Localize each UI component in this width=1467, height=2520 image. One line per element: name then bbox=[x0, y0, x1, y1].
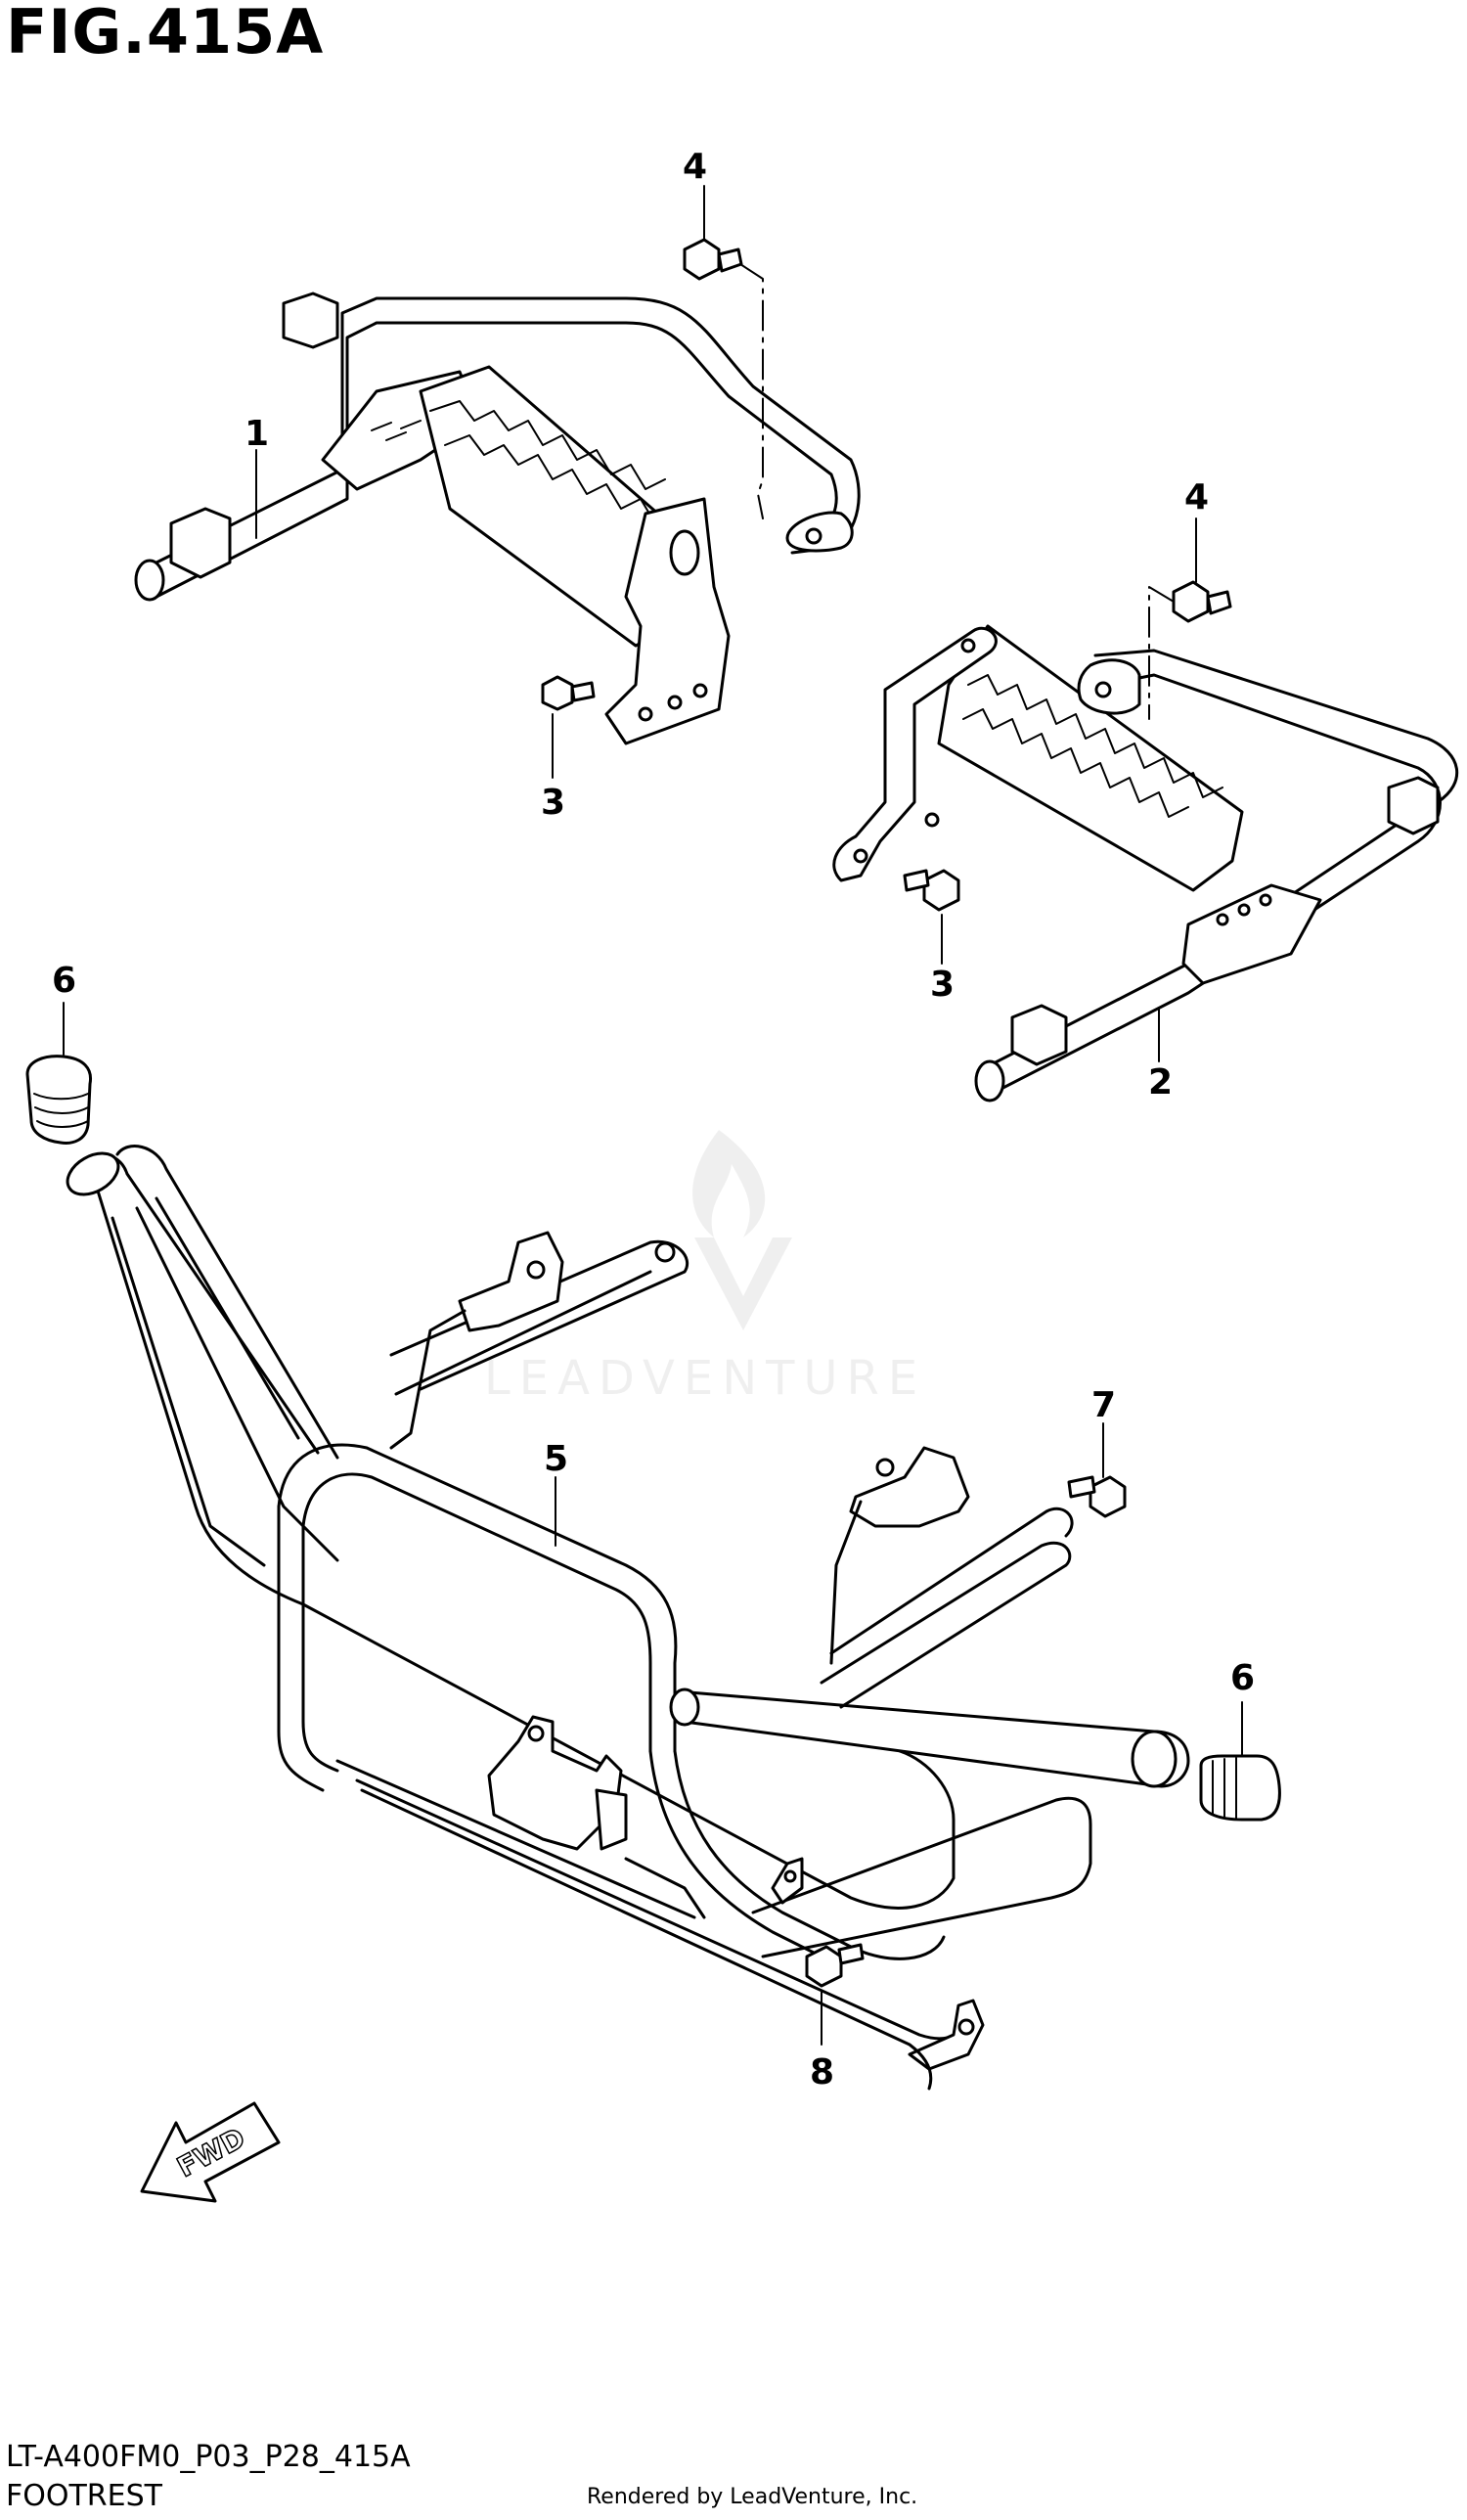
fwd-arrow: FWD bbox=[140, 2101, 281, 2203]
callout-5: 5 bbox=[544, 1439, 568, 1479]
figure-code: LT-A400FM0_P03_P28_415A bbox=[6, 2440, 411, 2474]
callout-7: 7 bbox=[1091, 1385, 1116, 1425]
render-credit: Rendered by LeadVenture, Inc. bbox=[587, 2485, 918, 2509]
callout-6-right: 6 bbox=[1230, 1658, 1255, 1698]
part-5-front-guard bbox=[66, 1145, 1190, 2091]
figure-name: FOOTREST bbox=[6, 2479, 162, 2513]
leader-lines bbox=[63, 185, 1243, 2046]
part-1-footrest-left bbox=[134, 292, 861, 745]
watermark-flame-icon bbox=[692, 1130, 766, 1238]
part-2-footrest-right bbox=[832, 624, 1459, 1102]
cap-6-right bbox=[1199, 1754, 1281, 1822]
bolt-3-left bbox=[541, 675, 596, 711]
bolt-7 bbox=[1067, 1475, 1127, 1518]
callout-2: 2 bbox=[1148, 1062, 1173, 1102]
callout-3-right: 3 bbox=[930, 965, 955, 1005]
watermark-text: LEADVENTURE bbox=[484, 1351, 926, 1406]
figure-title: FIG.415A bbox=[6, 0, 325, 68]
cap-6-left bbox=[25, 1055, 93, 1145]
callout-6-left: 6 bbox=[52, 961, 76, 1001]
callout-8: 8 bbox=[810, 2052, 834, 2092]
callout-1: 1 bbox=[244, 414, 269, 454]
bolt-3-right bbox=[903, 869, 960, 912]
watermark: LEADVENTURE bbox=[484, 1130, 926, 1406]
callout-4-right: 4 bbox=[1184, 477, 1209, 518]
bolt-4-right bbox=[1172, 580, 1232, 623]
callouts: 1 2 3 3 4 4 5 6 6 7 8 bbox=[52, 147, 1255, 2092]
bolt-4-upper bbox=[683, 238, 743, 281]
callout-3-left: 3 bbox=[541, 783, 565, 823]
watermark-v-icon bbox=[694, 1238, 792, 1330]
bolt-8 bbox=[805, 1943, 865, 1988]
callout-4-upper: 4 bbox=[683, 147, 707, 187]
